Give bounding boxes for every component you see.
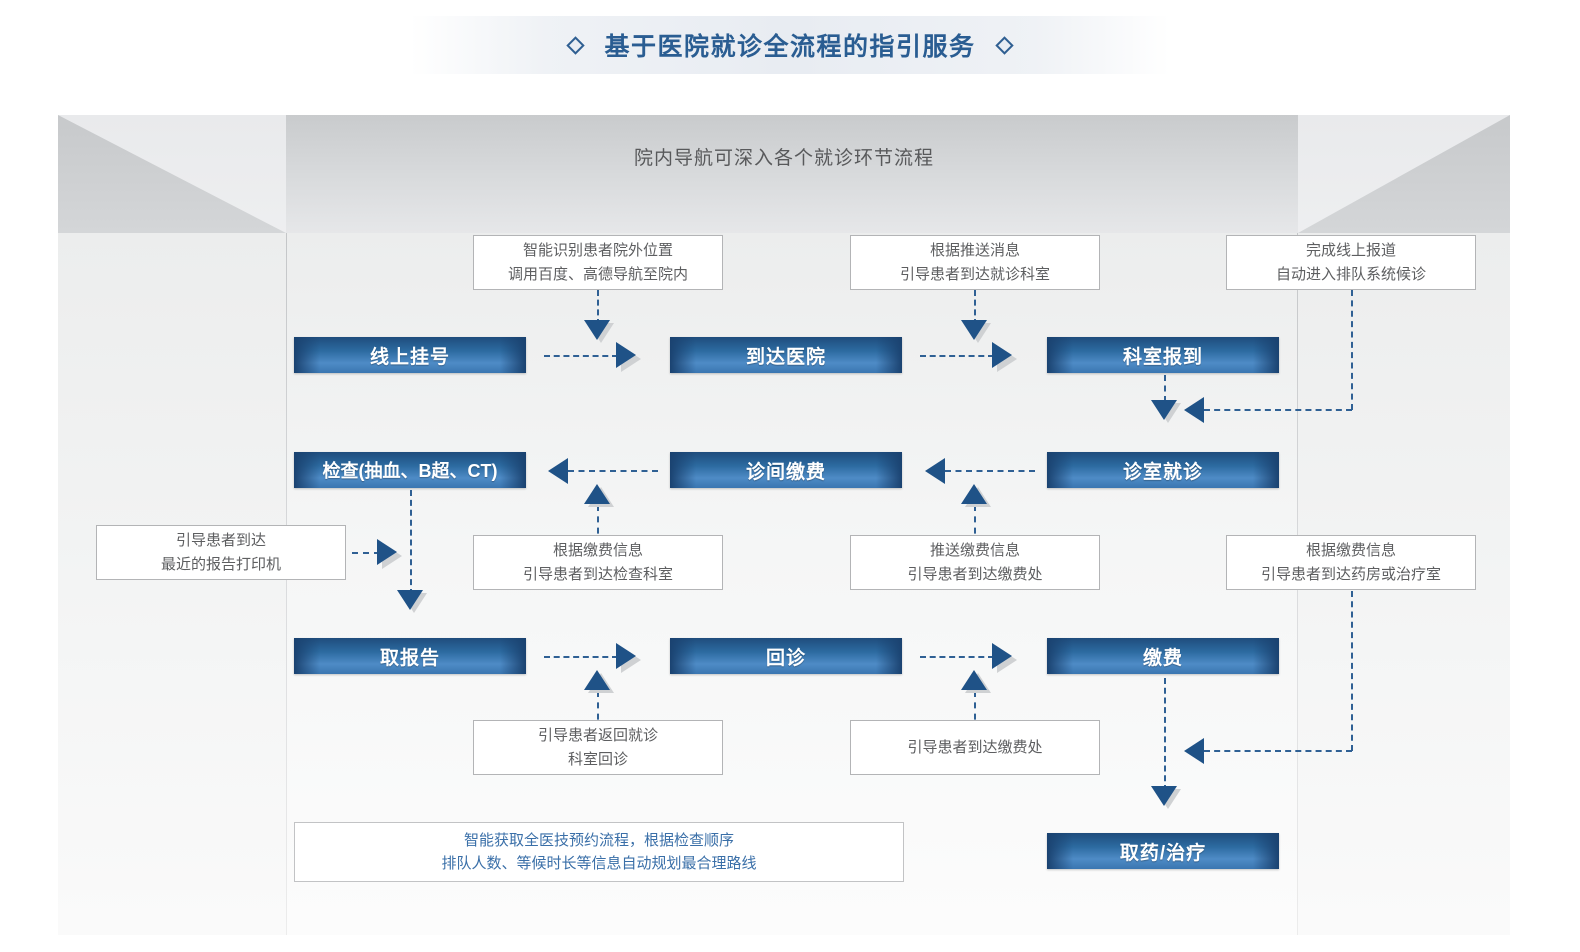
connector-registration-to-arrive xyxy=(544,355,618,357)
perspective-wedge-right xyxy=(1298,115,1510,233)
note-line: 排队人数、等候时长等信息自动规划最合理路线 xyxy=(441,855,757,872)
connector-pharmacy-note-vertical xyxy=(1351,591,1353,751)
arrow-head-left-to-examination xyxy=(548,458,568,484)
note-line: 根据缴费信息 xyxy=(1305,542,1396,560)
arrow-head-left-to-payment-column xyxy=(1184,738,1204,764)
arrow-head-down-to-department-checkin xyxy=(961,320,987,340)
arrow-head-up-to-consult-payment-row xyxy=(961,484,987,504)
note-line: 根据推送消息 xyxy=(929,242,1020,260)
arrow-head-left-to-consult-payment xyxy=(925,458,945,484)
note-line: 引导患者到达药房或治疗室 xyxy=(1260,565,1441,583)
arrow-head-right-to-department-checkin xyxy=(992,342,1012,368)
note-outside-location: 智能识别患者院外位置 调用百度、高德导航至院内 xyxy=(473,235,723,290)
process-box-consult-payment[interactable]: 诊间缴费 xyxy=(670,452,902,488)
process-box-label: 缴费 xyxy=(1142,647,1183,669)
arrow-head-down-to-arrive-hospital xyxy=(584,320,610,340)
diamond-ornament-left xyxy=(566,35,586,55)
page-title-banner: 基于医院就诊全流程的指引服务 xyxy=(410,16,1170,74)
process-box-label: 取报告 xyxy=(379,647,440,669)
arrow-head-left-to-clinic-column xyxy=(1184,397,1204,423)
process-box-examination[interactable]: 检查(抽血、B超、CT) xyxy=(294,452,526,488)
stage-wall-left xyxy=(58,233,286,935)
arrow-head-right-to-payment xyxy=(992,643,1012,669)
note-push-message: 根据推送消息 引导患者到达就诊科室 xyxy=(850,235,1100,290)
connector-printer-note xyxy=(352,552,380,554)
note-line: 智能获取全医技预约流程，根据检查顺序 xyxy=(463,831,734,849)
note-line: 科室回诊 xyxy=(567,750,628,768)
note-nearest-printer: 引导患者到达 最近的报告打印机 xyxy=(96,525,346,580)
note-return-to-clinic: 引导患者返回就诊 科室回诊 xyxy=(473,720,723,775)
process-box-online-registration[interactable]: 线上挂号 xyxy=(294,337,526,373)
note-line: 根据缴费信息 xyxy=(552,542,643,560)
note-line: 调用百度、高德导航至院内 xyxy=(507,265,688,283)
connector-consult-payment-to-examination xyxy=(568,470,658,472)
connector-revisit-to-payment xyxy=(920,656,994,658)
note-pharmacy-or-treatment: 根据缴费信息 引导患者到达药房或治疗室 xyxy=(1226,535,1476,590)
connector-arrive-to-checkin xyxy=(920,355,994,357)
note-push-payment: 推送缴费信息 引导患者到达缴费处 xyxy=(850,535,1100,590)
arrow-head-right-to-arrive-hospital xyxy=(616,342,636,368)
page-title: 基于医院就诊全流程的指引服务 xyxy=(604,33,976,61)
process-box-label: 线上挂号 xyxy=(369,346,450,368)
note-line: 引导患者到达 xyxy=(175,532,266,550)
note-line: 自动进入排队系统候诊 xyxy=(1275,265,1426,283)
connector-payment-to-medicine xyxy=(1164,678,1166,791)
connector-note-to-department-checkin xyxy=(974,290,976,325)
connector-pharmacy-note-horizontal xyxy=(1204,750,1352,752)
note-line: 引导患者到达缴费处 xyxy=(907,565,1043,583)
process-box-label: 到达医院 xyxy=(745,346,826,368)
arrow-head-right-from-printer-note xyxy=(377,539,397,565)
connector-clinic-visit-to-consult-payment xyxy=(945,470,1035,472)
connector-report-to-revisit xyxy=(544,656,618,658)
connector-note-to-payment xyxy=(974,691,976,731)
note-smart-route: 智能获取全医技预约流程，根据检查顺序 排队人数、等候时长等信息自动规划最合理路线 xyxy=(294,822,904,882)
process-box-label: 取药/治疗 xyxy=(1119,842,1207,864)
note-line: 智能识别患者院外位置 xyxy=(522,242,673,260)
note-line: 引导患者返回就诊 xyxy=(537,727,658,745)
note-guide-to-cashier: 引导患者到达缴费处 xyxy=(850,720,1100,775)
diamond-ornament-right xyxy=(994,35,1014,55)
arrow-head-up-to-report-row xyxy=(584,670,610,690)
process-box-clinic-visit[interactable]: 诊室就诊 xyxy=(1047,452,1279,488)
connector-online-checkin-horizontal xyxy=(1204,409,1352,411)
process-box-label: 检查(抽血、B超、CT) xyxy=(322,461,498,481)
connector-note-to-arrive-hospital xyxy=(597,290,599,325)
process-box-label: 诊间缴费 xyxy=(745,461,826,483)
note-line: 完成线上报道 xyxy=(1305,242,1396,260)
connector-online-checkin-vertical xyxy=(1351,290,1353,410)
connector-examination-to-report xyxy=(410,490,412,595)
arrow-head-up-to-examination-row xyxy=(584,484,610,504)
process-box-label: 回诊 xyxy=(765,647,806,669)
perspective-edge-left xyxy=(286,233,287,935)
diagram-stage: 院内导航可深入各个就诊环节流程 智能识别患者院外位置 调用百度、高德导航至院内 … xyxy=(58,115,1510,935)
connector-checkin-to-clinic-visit xyxy=(1164,375,1166,402)
process-box-medicine-treatment[interactable]: 取药/治疗 xyxy=(1047,833,1279,869)
note-line: 引导患者到达缴费处 xyxy=(907,738,1043,756)
process-box-label: 科室报到 xyxy=(1122,346,1203,368)
note-payment-to-exam: 根据缴费信息 引导患者到达检查科室 xyxy=(473,535,723,590)
process-box-department-checkin[interactable]: 科室报到 xyxy=(1047,337,1279,373)
process-box-payment[interactable]: 缴费 xyxy=(1047,638,1279,674)
process-box-arrive-hospital[interactable]: 到达医院 xyxy=(670,337,902,373)
note-online-checkin: 完成线上报道 自动进入排队系统候诊 xyxy=(1226,235,1476,290)
note-line: 引导患者到达检查科室 xyxy=(522,565,673,583)
connector-note-to-revisit xyxy=(597,691,599,731)
arrow-head-down-to-collect-report xyxy=(397,590,423,610)
connector-note-to-clinic-visit xyxy=(974,505,976,545)
note-line: 最近的报告打印机 xyxy=(160,555,281,573)
process-box-label: 诊室就诊 xyxy=(1122,461,1203,483)
note-line: 推送缴费信息 xyxy=(929,542,1020,560)
arrow-head-right-to-revisit xyxy=(616,643,636,669)
connector-note-to-consult-payment xyxy=(597,505,599,545)
stage-heading: 院内导航可深入各个就诊环节流程 xyxy=(633,148,934,169)
stage-top-band xyxy=(286,115,1298,233)
process-box-collect-report[interactable]: 取报告 xyxy=(294,638,526,674)
arrow-head-down-to-clinic-visit xyxy=(1151,400,1177,420)
arrow-head-up-to-revisit-row xyxy=(961,670,987,690)
process-box-revisit[interactable]: 回诊 xyxy=(670,638,902,674)
arrow-head-down-to-medicine-treatment xyxy=(1151,786,1177,806)
note-line: 引导患者到达就诊科室 xyxy=(899,265,1050,283)
